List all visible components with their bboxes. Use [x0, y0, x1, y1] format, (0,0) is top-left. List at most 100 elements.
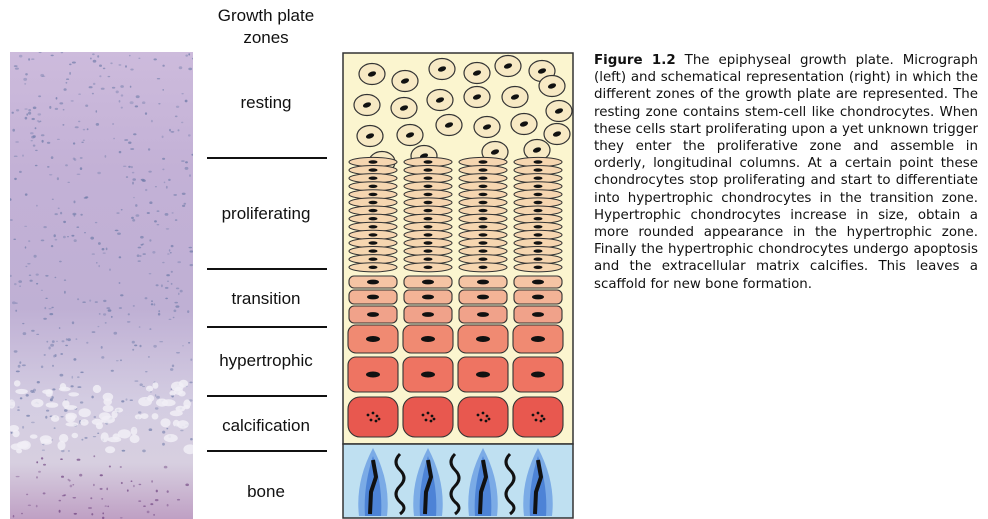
- micrograph-cell: [20, 397, 23, 399]
- micrograph-cell: [71, 385, 74, 387]
- micrograph-cell: [120, 359, 122, 361]
- micrograph-cell: [46, 341, 48, 343]
- zone-label-resting: resting: [196, 93, 336, 113]
- micrograph-cell: [178, 129, 180, 131]
- micrograph-cell: [142, 101, 145, 104]
- apoptotic-fragment: [540, 420, 543, 423]
- micrograph-cell: [55, 277, 57, 278]
- micrograph-cell: [124, 139, 128, 141]
- micrograph-cell: [121, 107, 123, 109]
- cell-nucleus: [369, 201, 378, 204]
- micrograph-lacuna: [135, 414, 142, 419]
- cell-nucleus: [369, 217, 378, 220]
- cell-nucleus: [476, 336, 490, 342]
- micrograph-cell: [152, 251, 155, 254]
- micrograph-cell: [58, 208, 60, 210]
- micrograph-cell: [127, 489, 129, 491]
- micrograph-cell: [121, 209, 123, 210]
- micrograph-cell: [120, 85, 124, 88]
- micrograph-cell: [34, 255, 37, 258]
- micrograph-cell: [167, 253, 170, 254]
- micrograph-cell: [156, 396, 160, 399]
- micrograph-cell: [169, 319, 172, 320]
- micrograph-cell: [84, 437, 87, 439]
- cell-nucleus: [479, 209, 488, 212]
- micrograph-cell: [65, 164, 68, 166]
- micrograph-cell: [83, 129, 86, 131]
- micrograph-cell: [98, 265, 100, 267]
- micrograph-cell: [149, 428, 153, 431]
- micrograph-cell: [24, 226, 27, 227]
- apoptotic-fragment: [541, 415, 544, 418]
- micrograph-cell: [83, 140, 85, 141]
- micrograph-cell: [62, 124, 64, 126]
- micrograph-cell: [67, 338, 71, 341]
- micrograph-cell: [137, 254, 140, 257]
- micrograph-cell: [37, 381, 40, 383]
- micrograph-cell: [173, 317, 175, 318]
- micrograph-cell: [190, 359, 192, 361]
- micrograph-cell: [36, 205, 38, 207]
- micrograph-cell: [130, 400, 133, 401]
- micrograph-cell: [116, 360, 119, 361]
- micrograph-cell: [185, 100, 188, 103]
- micrograph-cell: [162, 136, 164, 139]
- micrograph-cell: [141, 244, 144, 246]
- micrograph-cell: [159, 341, 163, 342]
- micrograph-cell: [164, 466, 168, 469]
- cell-nucleus: [369, 160, 378, 163]
- micrograph-cell: [99, 75, 101, 77]
- micrograph-cell: [162, 431, 165, 434]
- cell-nucleus: [421, 336, 435, 342]
- micrograph-cell: [100, 474, 103, 476]
- micrograph-cell: [153, 345, 157, 348]
- micrograph-cell: [138, 411, 141, 413]
- micrograph-cell: [149, 328, 151, 330]
- micrograph-cell: [38, 113, 42, 115]
- micrograph-cell: [102, 512, 104, 514]
- micrograph-cell: [100, 488, 103, 490]
- micrograph-cell: [141, 179, 145, 181]
- apoptotic-fragment: [431, 415, 434, 418]
- micrograph-cell: [162, 262, 165, 264]
- micrograph-cell: [181, 93, 183, 94]
- micrograph-cell: [119, 100, 121, 103]
- micrograph-cell: [37, 120, 40, 121]
- micrograph-cell: [25, 266, 27, 267]
- micrograph-cell: [90, 237, 94, 240]
- cell-nucleus: [369, 241, 378, 244]
- micrograph-cell: [132, 219, 135, 222]
- micrograph-cell: [49, 308, 52, 309]
- cell-nucleus: [369, 258, 378, 261]
- cell-nucleus: [421, 372, 435, 378]
- micrograph-cell: [145, 189, 147, 191]
- micrograph-cell: [131, 217, 134, 219]
- micrograph-cell: [53, 355, 56, 358]
- micrograph-lacuna: [16, 449, 22, 454]
- micrograph-cell: [157, 211, 160, 212]
- zone-label-calcification: calcification: [196, 416, 336, 436]
- micrograph-cell: [72, 213, 76, 216]
- micrograph-cell: [44, 307, 46, 309]
- cell-nucleus: [424, 168, 433, 171]
- apoptotic-fragment: [422, 414, 425, 417]
- micrograph-cell: [132, 172, 135, 174]
- cell-nucleus: [534, 233, 543, 236]
- cell-nucleus: [422, 280, 434, 285]
- cell-nucleus: [424, 225, 433, 228]
- micrograph-cell: [91, 396, 93, 399]
- cell-nucleus: [534, 201, 543, 204]
- micrograph-cell: [103, 313, 106, 315]
- micrograph-cell: [106, 307, 110, 309]
- micrograph-cell: [25, 117, 28, 120]
- micrograph-cell: [29, 275, 32, 276]
- micrograph-cell: [120, 294, 123, 296]
- micrograph-lacuna: [178, 391, 186, 397]
- cell-nucleus: [479, 201, 488, 204]
- apoptotic-fragment: [375, 420, 378, 423]
- micrograph-cell: [44, 354, 46, 355]
- cell-nucleus: [424, 233, 433, 236]
- micrograph-cell: [76, 227, 79, 228]
- micrograph-lacuna: [14, 380, 21, 386]
- micrograph-cell: [66, 338, 68, 340]
